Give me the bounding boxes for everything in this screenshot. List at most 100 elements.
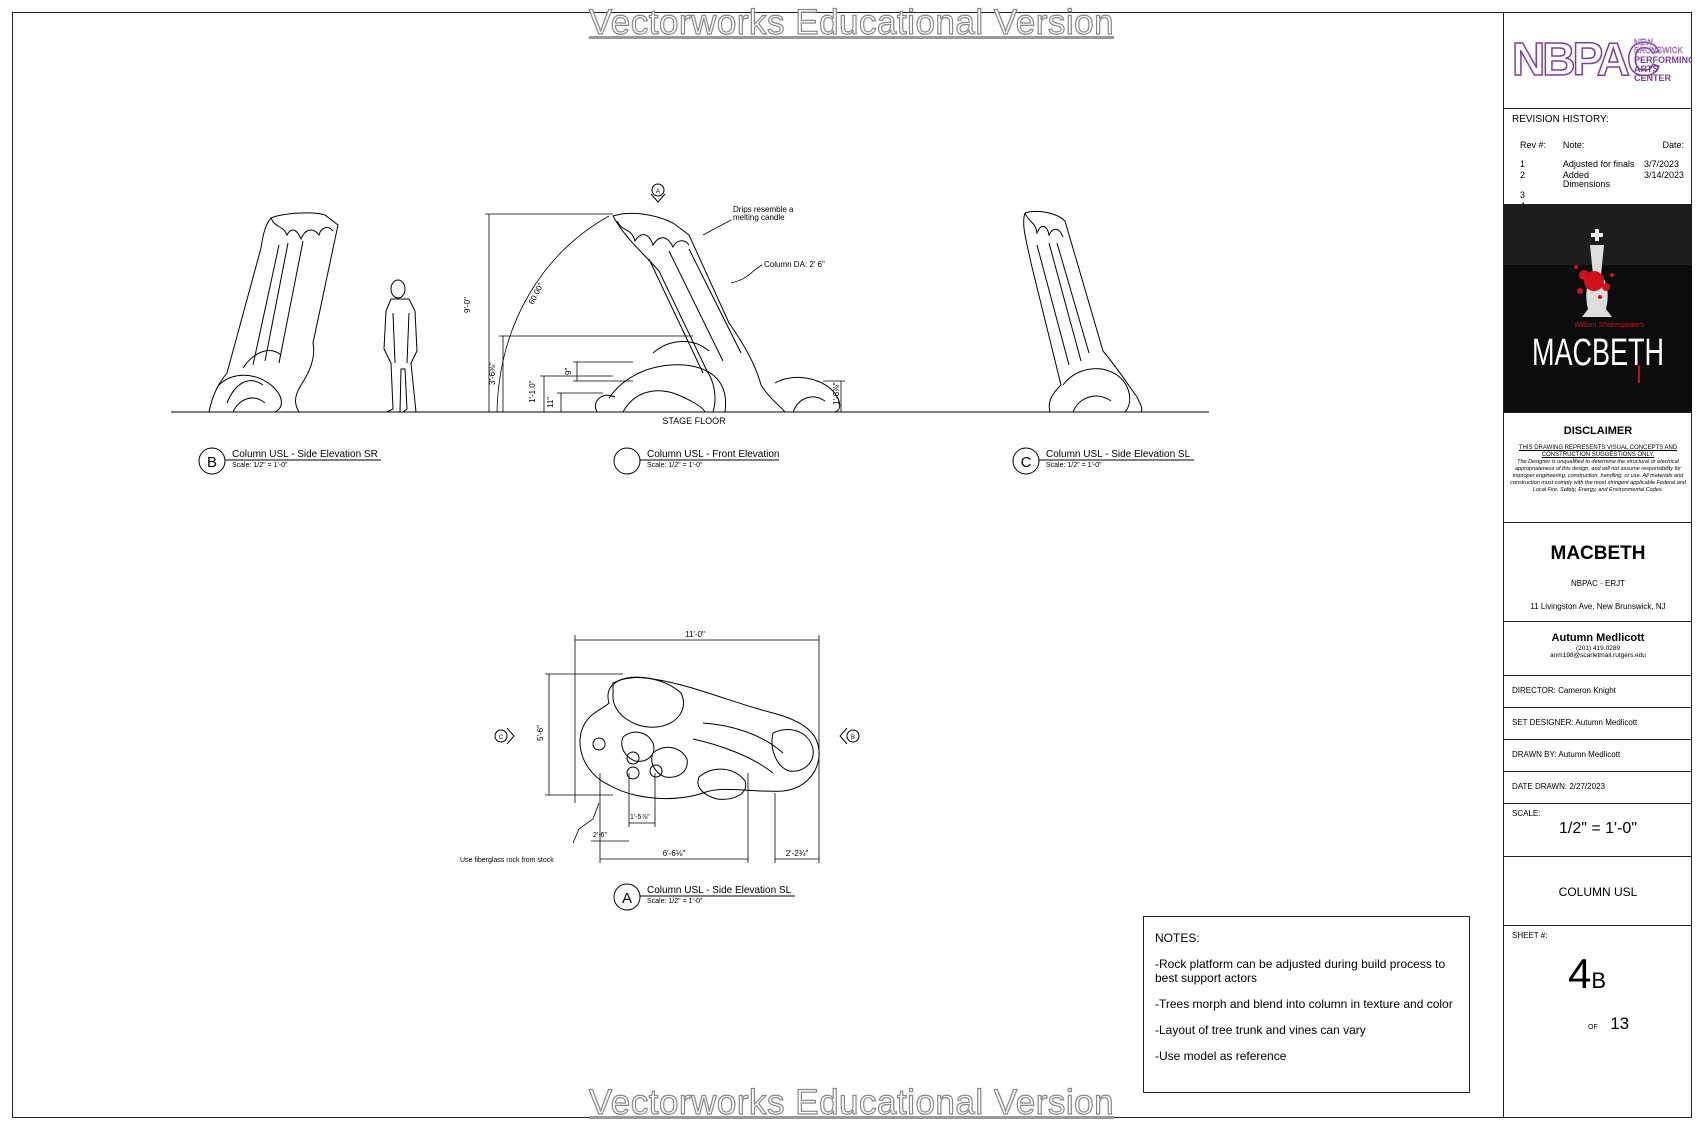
drips-leader bbox=[702, 219, 732, 236]
dim-plan-6-6: 6'-6⅛" bbox=[663, 849, 686, 858]
show-title: MACBETH bbox=[1550, 543, 1646, 564]
drawing-sheet: STAGE FLOOR bbox=[12, 12, 1695, 1118]
blood-splatter-icon bbox=[1574, 265, 1614, 299]
sheet-total-number: 13 bbox=[1610, 1014, 1630, 1033]
view-title-c: C Column USL - Side Elevation SL Scale: … bbox=[1012, 447, 1194, 475]
sheet-name: COLUMN USL bbox=[1558, 885, 1638, 899]
note-item: -Use model as reference bbox=[1155, 1049, 1287, 1063]
logo-cell: NBPAC NEW BRUNSWICK PERFORMING ARTS CENT… bbox=[1504, 13, 1695, 109]
svg-text:Column USL - Side Elevation SR: Column USL - Side Elevation SR bbox=[232, 449, 378, 460]
note-item: -Rock platform can be adjusted during bu… bbox=[1155, 957, 1446, 985]
set-designer-credit: SET DESIGNER: Autumn Medlicott bbox=[1504, 708, 1692, 740]
nbpac-logo: NBPAC NEW BRUNSWICK PERFORMING ARTS CENT… bbox=[1511, 32, 1695, 86]
section-marker-c-plan bbox=[494, 727, 515, 745]
svg-text:NBPAC: NBPAC bbox=[1512, 33, 1659, 85]
svg-text:Scale: 1/2" = 1'-0": Scale: 1/2" = 1'-0" bbox=[232, 462, 288, 469]
svg-text:A: A bbox=[622, 890, 632, 907]
show-address: 11 Livingston Ave, New Brunswick, NJ bbox=[1530, 602, 1666, 611]
view-title-b: B Column USL - Side Elevation SR Scale: … bbox=[198, 447, 381, 475]
svg-text:Scale: 1/2" = 1'-0": Scale: 1/2" = 1'-0" bbox=[647, 462, 703, 469]
drips-note-line1: Drips resemble a bbox=[733, 205, 794, 214]
section-marker-b-plan bbox=[839, 727, 860, 745]
fiberglass-note: Use fiberglass rock from stock bbox=[460, 857, 554, 864]
svg-text:PERFORMING: PERFORMING bbox=[1634, 55, 1692, 65]
dim-plan-2-2: 2'-2¾" bbox=[786, 849, 809, 858]
notes-box: NOTES: -Rock platform can be adjusted du… bbox=[1143, 916, 1470, 1093]
svg-text:Column USL - Side Elevation SL: Column USL - Side Elevation SL bbox=[1046, 449, 1191, 460]
plan-view-rocks bbox=[579, 676, 820, 800]
sheet-number: 4B bbox=[1568, 950, 1606, 998]
sheet-number-suffix: B bbox=[1591, 968, 1607, 993]
sheet-number-cell: SHEET #: 4B OF 13 bbox=[1504, 926, 1692, 1117]
disclaimer-cell: DISCLAIMER THIS DRAWING REPRESENTS VISUA… bbox=[1504, 413, 1692, 523]
show-venue: NBPAC - ERJT bbox=[1570, 579, 1626, 588]
svg-text:William Shakespeare's: William Shakespeare's bbox=[1574, 322, 1645, 329]
section-marker-a-top-label: A bbox=[656, 189, 660, 195]
note-item: -Trees morph and blend into column in te… bbox=[1155, 997, 1453, 1011]
dim-plan-width: 11'-0" bbox=[685, 630, 705, 639]
poster-art: William Shakespeare's MACBETH bbox=[1504, 205, 1692, 383]
drawing-canvas: STAGE FLOOR bbox=[171, 183, 1209, 911]
dim-height-1-6: 1'-6⅞" bbox=[832, 382, 841, 405]
watermark-bottom: Vectorworks Educational Version bbox=[588, 1082, 1115, 1122]
designer-email: anm198@scarletmail.rutgers.edu bbox=[1550, 652, 1646, 659]
drips-note-line2: melting candle bbox=[733, 213, 785, 222]
sheet-total: OF 13 bbox=[1588, 1014, 1629, 1034]
column-dia-note: Column DA: 2' 6" bbox=[764, 260, 825, 269]
svg-text:ARTS: ARTS bbox=[1634, 64, 1659, 74]
director-credit: DIRECTOR: Cameron Knight bbox=[1504, 676, 1692, 708]
view-title-a: A Column USL - Side Elevation SL Scale: … bbox=[613, 883, 795, 911]
section-marker-a-top bbox=[650, 183, 666, 203]
svg-text:Scale: 1/2" = 1'-0": Scale: 1/2" = 1'-0" bbox=[647, 898, 703, 905]
rev-note: Adjusted for finals bbox=[1562, 159, 1635, 169]
drawn-by-credit: DRAWN BY: Autumn Medlicott bbox=[1504, 740, 1692, 772]
svg-text:Column USL - Front Elevation: Column USL - Front Elevation bbox=[647, 449, 779, 460]
dim-plan-1-5: 1'-5⅞" bbox=[630, 814, 650, 821]
column-b-elevation bbox=[208, 212, 339, 413]
scale-label: SCALE: bbox=[1512, 809, 1541, 818]
dim-height-11: 11" bbox=[546, 397, 555, 408]
plan-dimensions bbox=[545, 635, 820, 863]
view-title-front: Column USL - Front Elevation Scale: 1/2"… bbox=[613, 447, 779, 475]
svg-text:Column USL - Side Elevation SL: Column USL - Side Elevation SL bbox=[647, 885, 792, 896]
title-block: NBPAC NEW BRUNSWICK PERFORMING ARTS CENT… bbox=[1503, 13, 1695, 1117]
svg-text:MACBETH: MACBETH bbox=[1532, 332, 1664, 374]
disclaimer-body: The Designer is unqualified to determine… bbox=[1510, 459, 1686, 493]
dim-height-3-6: 3'-6⅜" bbox=[488, 362, 497, 385]
revision-table: Rev #: Note: Date: 1 Adjusted for finals 3… bbox=[1518, 139, 1692, 213]
designer-phone: (201) 419.0289 bbox=[1575, 645, 1621, 652]
svg-text:Scale: 1/2" = 1'-0": Scale: 1/2" = 1'-0" bbox=[1046, 462, 1102, 469]
section-marker-c-label: C bbox=[499, 735, 504, 741]
rev-num: 2 bbox=[1520, 170, 1526, 180]
date-header: Date: bbox=[1662, 140, 1684, 150]
scale-value: 1/2" = 1'-0" bbox=[1558, 820, 1637, 837]
scale-cell: SCALE: 1/2" = 1'-0" bbox=[1504, 804, 1692, 857]
sheet-number-label: SHEET #: bbox=[1512, 931, 1548, 940]
column-front-elevation bbox=[595, 212, 841, 413]
dim-height-9: 9'-0" bbox=[463, 297, 472, 313]
rev-date: 3/7/2023 bbox=[1643, 159, 1679, 169]
note-header: Note: bbox=[1562, 140, 1585, 150]
stage-floor-label: STAGE FLOOR bbox=[662, 416, 726, 426]
rev-num: 1 bbox=[1520, 159, 1526, 169]
watermark-top: Vectorworks Educational Version bbox=[588, 2, 1115, 42]
rev-date: 3/14/2023 bbox=[1643, 170, 1684, 180]
sheet-name-cell: COLUMN USL bbox=[1504, 857, 1692, 926]
svg-text:NEW: NEW bbox=[1634, 38, 1653, 47]
notes-title: NOTES: bbox=[1155, 931, 1200, 945]
human-scale-figure bbox=[383, 279, 418, 413]
dim-height-9in: 9" bbox=[564, 368, 573, 375]
column-dia-leader bbox=[730, 264, 763, 284]
macbeth-poster: William Shakespeare's MACBETH bbox=[1504, 205, 1692, 413]
section-marker-b-label: B bbox=[851, 735, 855, 741]
dim-height-1-1: 1'-1.0" bbox=[528, 380, 537, 403]
rev-header: Rev #: bbox=[1520, 140, 1547, 150]
disclaimer-line1: THIS DRAWING REPRESENTS VISUAL CONCEPTS … bbox=[1518, 445, 1678, 458]
show-info: MACBETH NBPAC - ERJT 11 Livingston Ave, … bbox=[1504, 523, 1692, 622]
sheet-of-label: OF bbox=[1588, 1024, 1598, 1031]
disclaimer-title: DISCLAIMER bbox=[1563, 425, 1633, 437]
svg-text:C: C bbox=[1021, 454, 1032, 471]
designer-name: Autumn Medlicott bbox=[1551, 632, 1645, 644]
dim-plan-2-6: 2'-6" bbox=[593, 832, 607, 839]
